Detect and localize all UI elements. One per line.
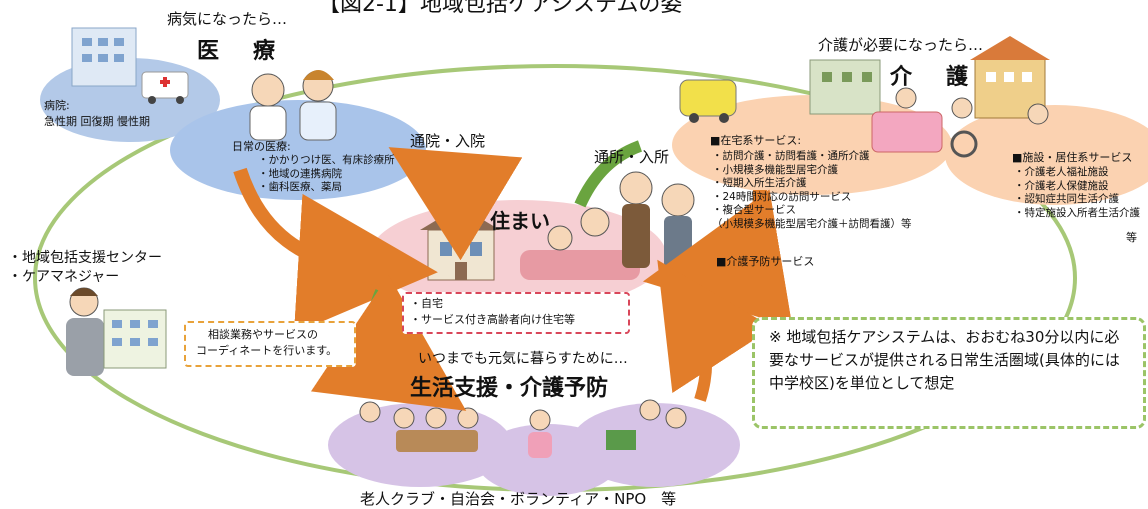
garden-figures-icon xyxy=(606,399,687,450)
doctor-figures-icon xyxy=(249,70,337,141)
wheelchair-icon xyxy=(950,97,1049,158)
consultation-bubble: 相談業務やサービスの コーディネートを行います。 xyxy=(184,321,356,367)
facility-suffix: 等 xyxy=(1126,231,1137,244)
arrow-home-to-hospital xyxy=(388,147,523,261)
arrow-hospital-to-home xyxy=(233,167,438,334)
care-heading: 介 護 xyxy=(890,65,975,90)
bath-care-icon xyxy=(871,87,943,153)
list-item: ・歯科医療、薬局 xyxy=(258,181,342,193)
daily-medical-list: ・かかりつけ医、有床診療所 ・地域の連携病院 ・歯科医療、薬局 xyxy=(258,154,395,195)
exercise-figure-icon xyxy=(528,409,552,458)
support-caption: いつまでも元気に暮らすために… xyxy=(418,351,628,367)
support-heading: 生活支援・介護予防 xyxy=(410,376,609,401)
list-item: ・認知症共同生活介護 xyxy=(1014,193,1119,205)
list-item: ・特定施設入所者生活介護 xyxy=(1014,206,1140,219)
bubble-line: 相談業務やサービスの xyxy=(208,328,318,341)
hospital-building-icon xyxy=(71,27,137,87)
list-item: ・訪問介護・訪問看護・通所介護 xyxy=(712,150,870,162)
arrow-home-to-care xyxy=(574,140,643,208)
list-item: ・介護老人保健施設 xyxy=(1014,179,1109,192)
support-center-label: ・地域包括支援センター xyxy=(8,250,162,266)
to-care-label: 通所・入所 xyxy=(594,148,670,166)
care-caption: 介護が必要になったら… xyxy=(818,36,984,54)
arrow-home-to-support xyxy=(310,274,467,411)
facility-list: ・介護老人福祉施設 ・介護老人保健施設 ・認知症共同生活介護 ・特定施設入所者生… xyxy=(1014,166,1140,220)
list-item: ・地域の連携病院 xyxy=(258,167,342,180)
page-title: 【図2-1】地域包括ケアシステムの姿 xyxy=(318,0,683,17)
support-footer: 老人クラブ・自治会・ボランティア・NPO 等 xyxy=(360,490,677,508)
list-item: ・介護老人福祉施設 xyxy=(1014,166,1109,178)
care-manager-icon xyxy=(66,287,104,376)
home-care-title: ■在宅系サービス: xyxy=(710,134,802,147)
care-manager-label: ・ケアマネジャー xyxy=(8,269,120,285)
ambulance-icon xyxy=(141,71,189,104)
hospital-label: 病院: xyxy=(44,99,70,112)
list-item: ・かかりつけ医、有床診療所 xyxy=(258,154,395,166)
title-bar xyxy=(310,0,870,6)
note-text: ※ 地域包括ケアシステムは、おおむね30分以内に必要なサービスが提供される日常生… xyxy=(769,328,1120,392)
care-van-icon xyxy=(679,79,737,123)
home-types-box: ・自宅 ・サービス付き高齢者向け住宅等 xyxy=(402,292,630,334)
home-item: ・サービス付き高齢者向け住宅等 xyxy=(410,313,575,326)
note-box: ※ 地域包括ケアシステムは、おおむね30分以内に必要なサービスが提供される日常生… xyxy=(752,317,1146,429)
facility-blob xyxy=(945,105,1148,205)
list-item: ・複合型サービス xyxy=(712,204,796,216)
bubble-line: コーディネートを行います。 xyxy=(196,344,338,357)
center-building-icon xyxy=(103,309,167,369)
facility-title: ■施設・居住系サービス xyxy=(1012,151,1133,164)
daily-medical-title: 日常の医療: xyxy=(232,140,291,153)
home-heading: 住まい xyxy=(490,209,550,233)
hospital-types: 急性期 回復期 慢性期 xyxy=(44,115,150,128)
list-item: ・24時間対応の訪問サービス xyxy=(712,190,852,203)
list-item: （小規模多機能型居宅介護＋訪問看護）等 xyxy=(712,217,912,230)
npo-blob xyxy=(570,403,740,487)
clinic-blob xyxy=(170,100,426,200)
medical-heading: 医 療 xyxy=(197,39,282,64)
care-building-icon xyxy=(809,59,881,115)
prevention-service-label: ■介護予防サービス xyxy=(716,255,815,268)
medical-caption: 病気になったら… xyxy=(167,10,288,28)
arrow-support-to-home xyxy=(657,259,773,402)
home-care-list: ・訪問介護・訪問看護・通所介護 ・小規模多機能型居宅介護 ・短期入所生活介護 ・… xyxy=(712,150,912,231)
list-item: ・短期入所生活介護 xyxy=(712,177,807,189)
home-item: ・自宅 xyxy=(410,297,443,310)
list-item: ・小規模多機能型居宅介護 xyxy=(712,163,838,176)
to-hospital-label: 通院・入院 xyxy=(410,132,486,150)
